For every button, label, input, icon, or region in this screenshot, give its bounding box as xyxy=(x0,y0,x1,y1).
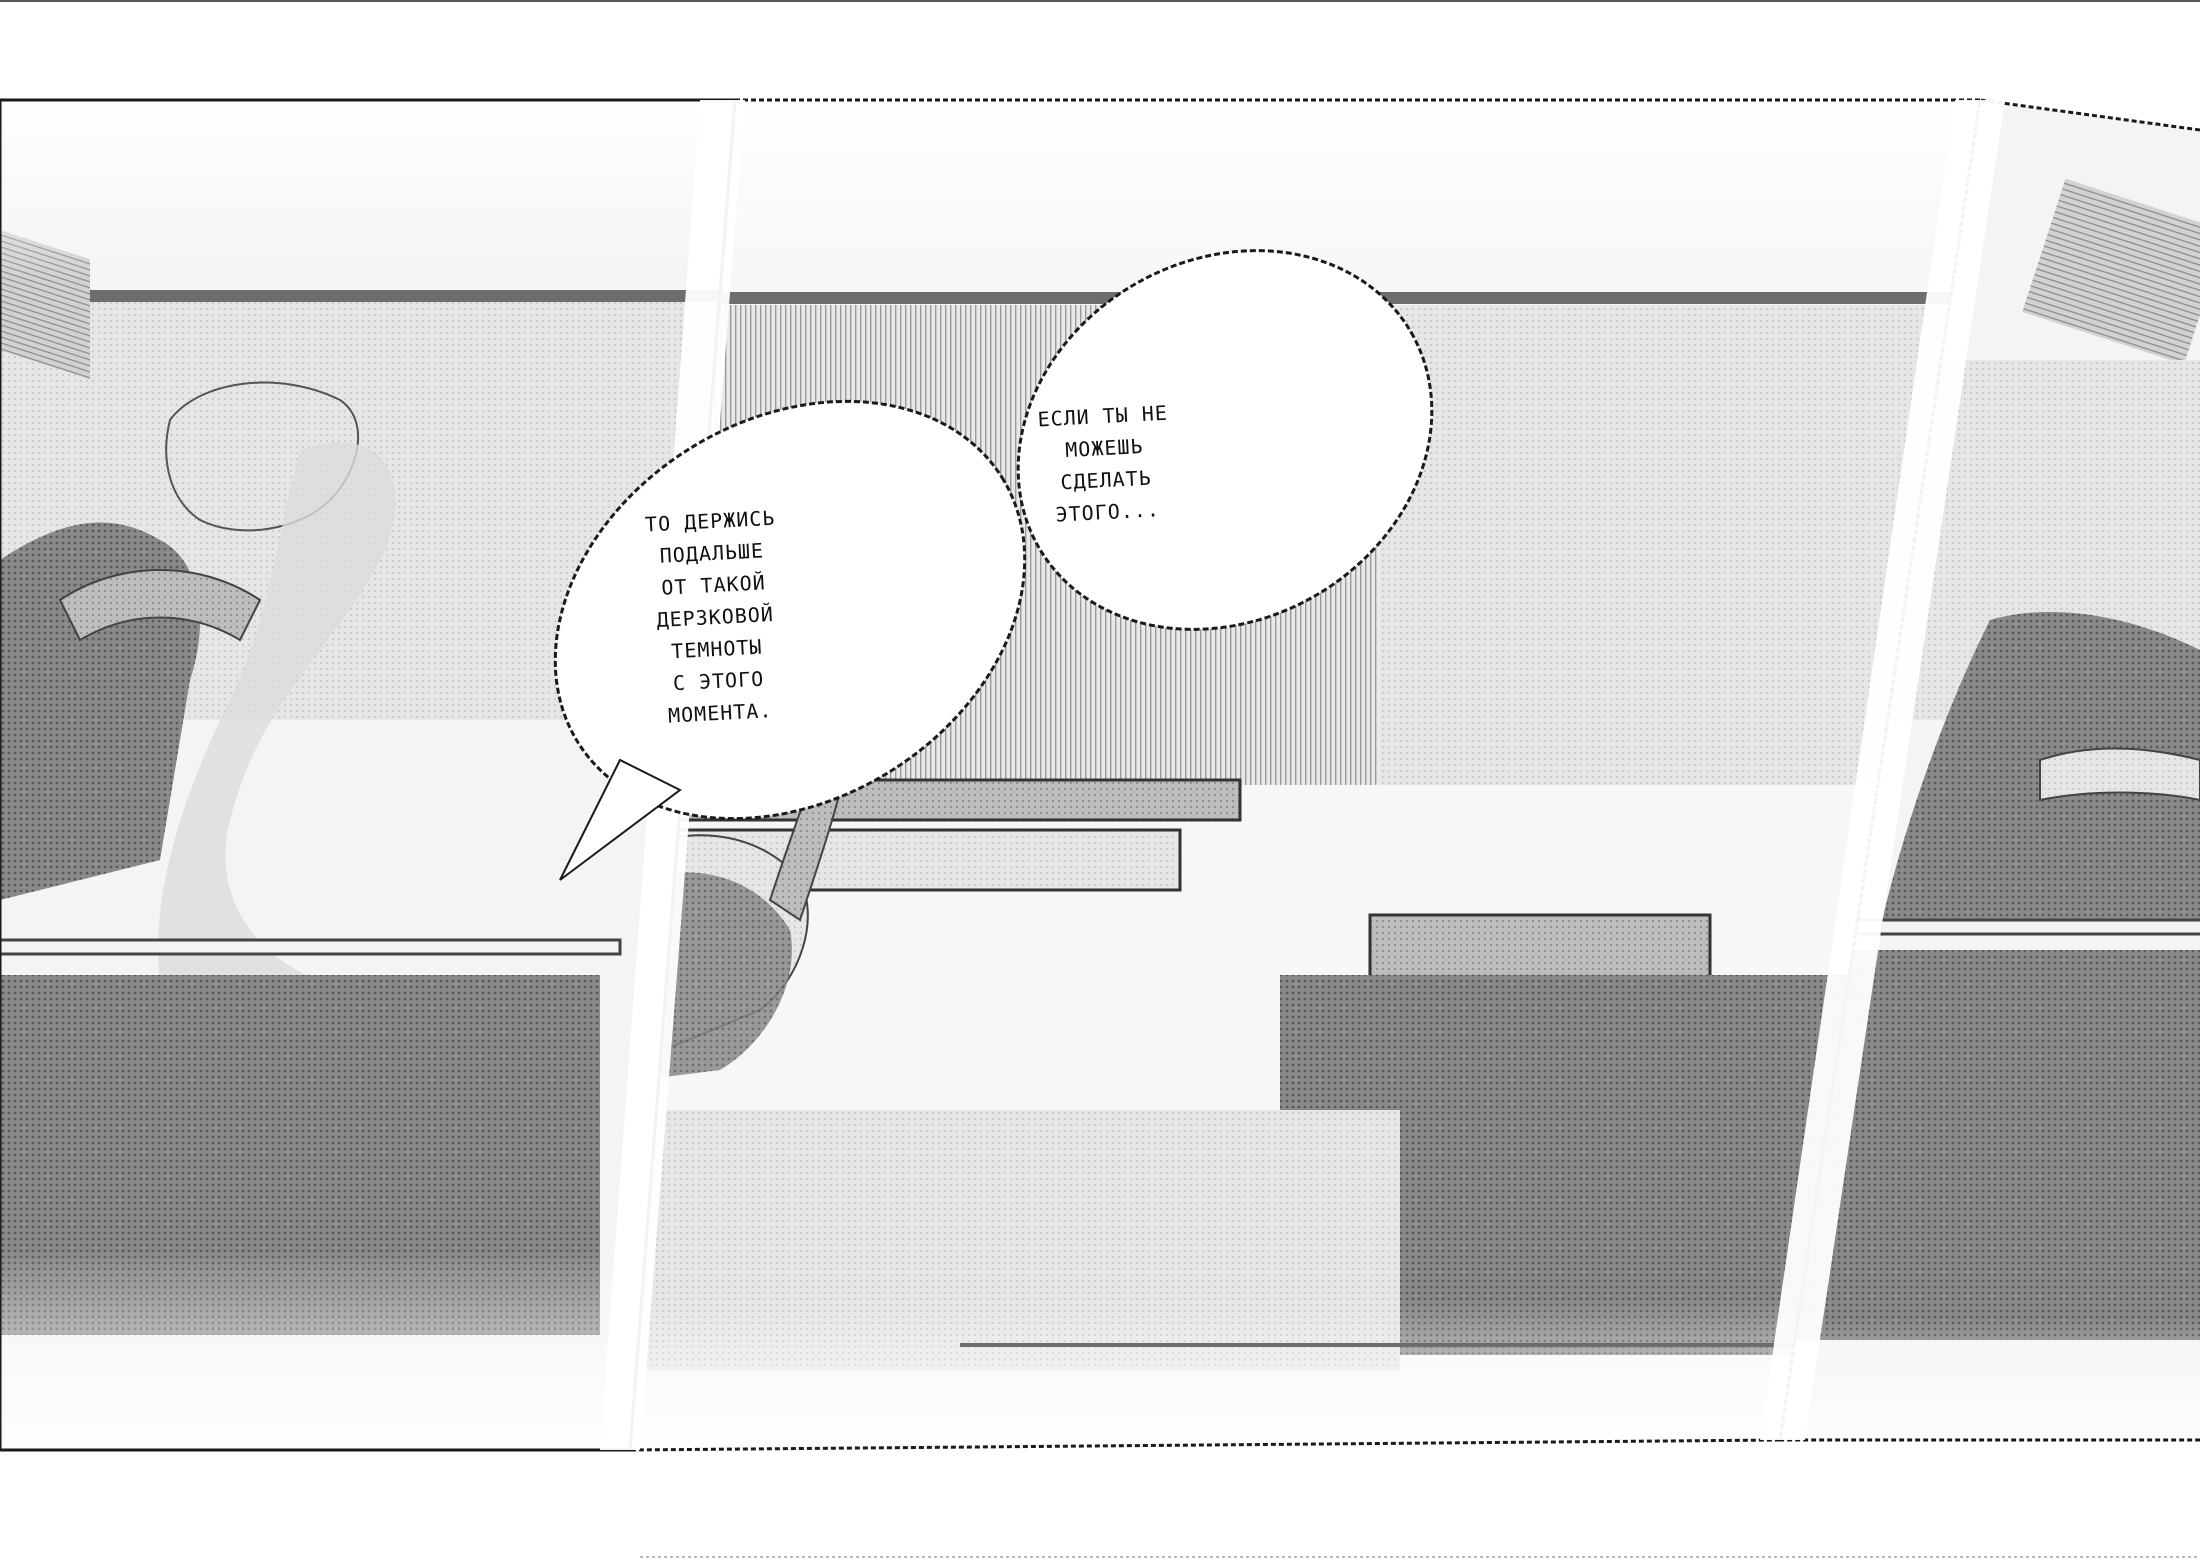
bubble-2-line-7: МОМЕНТА. xyxy=(667,698,773,728)
bubble-1-line-4: ЭТОГО... xyxy=(1055,497,1161,527)
smoke-blur xyxy=(158,442,396,980)
figure-right-arm xyxy=(2039,747,2200,802)
speech-bubble-1-text: ЕСЛИ ТЫ НЕ МОЖЕШЬ СДЕЛАТЬ ЭТОГО... xyxy=(1037,397,1174,532)
speech-bubble-2-tail xyxy=(559,758,682,881)
awning-right xyxy=(2022,178,2200,365)
gutter-right xyxy=(1760,100,2005,1440)
figure-left-arm xyxy=(58,569,262,642)
railing-left xyxy=(0,938,622,956)
bench-right xyxy=(1368,913,1712,987)
ceiling-beam xyxy=(60,290,735,302)
speech-bubble-1 xyxy=(1016,249,1434,631)
panel-left xyxy=(0,100,735,1450)
speech-bubble-2-text: ТО ДЕРЖИСЬ ПОДАЛЬШЕ ОТ ТАКОЙ ДЕРЗКОВОЙ Т… xyxy=(644,502,786,733)
bubble-1-line-1: ЕСЛИ ТЫ НЕ xyxy=(1036,400,1169,432)
speech-bubble-2 xyxy=(553,399,1027,821)
